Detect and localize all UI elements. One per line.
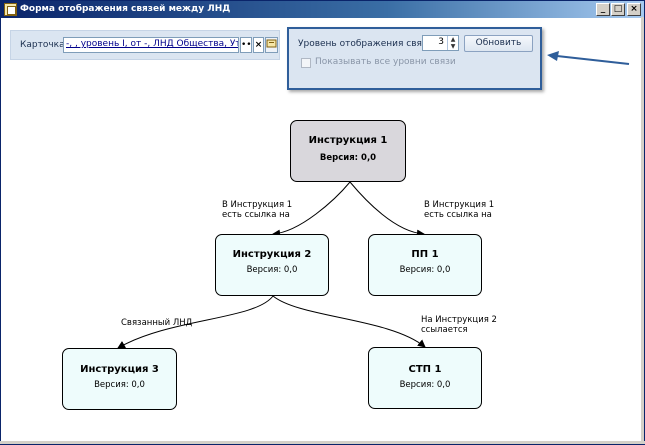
level-panel: Уровень отображения связей: 3 ▲ ▼ Обнови… bbox=[287, 27, 542, 90]
edge-label: В Инструкция 1 есть ссылка на bbox=[222, 200, 292, 220]
clear-card-button[interactable]: × bbox=[253, 37, 264, 53]
title-bar: Форма отображения связей между ЛНД _ □ × bbox=[1, 1, 644, 18]
browse-card-button[interactable]: ••• bbox=[240, 37, 257, 53]
node-title: Инструкция 3 bbox=[80, 364, 159, 375]
level-value[interactable]: 3 bbox=[438, 37, 444, 47]
card-link[interactable]: -, , уровень I, от -, ЛНД Общества, Утра… bbox=[66, 39, 239, 49]
edge-n2-n5 bbox=[272, 295, 426, 348]
spin-up-icon[interactable]: ▲ bbox=[450, 36, 456, 43]
card-icon bbox=[266, 39, 277, 48]
node-instruction-1[interactable]: Инструкция 1 Версия: 0,0 bbox=[290, 120, 406, 182]
node-stp-1[interactable]: СТП 1 Версия: 0,0 bbox=[368, 347, 482, 409]
level-label: Уровень отображения связей: bbox=[298, 39, 442, 49]
edge-n1-n3 bbox=[349, 181, 425, 238]
refresh-button[interactable]: Обновить bbox=[464, 35, 533, 52]
edge-n1-n2 bbox=[272, 181, 351, 238]
edge-label-line: есть ссылка на bbox=[222, 210, 290, 220]
show-all-levels-label[interactable]: Показывать все уровни связи bbox=[315, 57, 456, 67]
node-version: Версия: 0,0 bbox=[399, 380, 451, 390]
node-version: Версия: 0,0 bbox=[319, 153, 377, 163]
node-instruction-2[interactable]: Инструкция 2 Версия: 0,0 bbox=[215, 234, 329, 296]
level-stepper[interactable]: 3 ▲ ▼ bbox=[422, 35, 459, 51]
show-all-levels-checkbox[interactable] bbox=[301, 58, 311, 68]
node-version: Версия: 0,0 bbox=[246, 265, 298, 275]
edge-label-line: В Инструкция 1 bbox=[222, 200, 293, 210]
window-frame-right bbox=[641, 17, 644, 444]
edge-n2-n4 bbox=[117, 295, 274, 349]
maximize-button[interactable]: □ bbox=[611, 3, 625, 16]
edge-label: На Инструкция 2 ссылается bbox=[421, 315, 497, 335]
node-title: Инструкция 2 bbox=[232, 249, 312, 260]
edge-label: Связанный ЛНД bbox=[121, 318, 192, 328]
edge-label-line: В Инструкция 1 bbox=[424, 200, 495, 210]
node-title: ПП 1 bbox=[411, 249, 439, 260]
edge-label-line: есть ссылка на bbox=[424, 210, 492, 220]
annotation-arrow-icon bbox=[547, 51, 630, 65]
card-panel: Карточка: -, , уровень I, от -, ЛНД Обще… bbox=[10, 30, 280, 60]
minimize-button[interactable]: _ bbox=[596, 3, 610, 16]
node-title: Инструкция 1 bbox=[308, 135, 388, 146]
node-title: СТП 1 bbox=[408, 364, 442, 375]
edge-label: В Инструкция 1 есть ссылка на bbox=[424, 200, 494, 220]
card-label: Карточка: bbox=[20, 40, 68, 50]
edge-label-line: ссылается bbox=[421, 325, 468, 335]
edge-label-line: Связанный ЛНД bbox=[121, 318, 193, 328]
window-frame-bottom bbox=[0, 441, 645, 444]
open-card-button[interactable] bbox=[265, 37, 278, 53]
close-button[interactable]: × bbox=[627, 3, 641, 16]
node-instruction-3[interactable]: Инструкция 3 Версия: 0,0 bbox=[62, 348, 177, 410]
node-pp-1[interactable]: ПП 1 Версия: 0,0 bbox=[368, 234, 482, 296]
spin-arrows[interactable]: ▲ ▼ bbox=[447, 36, 458, 50]
edge-label-line: На Инструкция 2 bbox=[421, 315, 497, 325]
node-version: Версия: 0,0 bbox=[94, 380, 145, 390]
card-field[interactable]: -, , уровень I, от -, ЛНД Общества, Утра… bbox=[63, 37, 239, 53]
window-title: Форма отображения связей между ЛНД bbox=[20, 4, 231, 14]
spin-down-icon[interactable]: ▼ bbox=[450, 43, 456, 50]
node-version: Версия: 0,0 bbox=[399, 265, 451, 275]
app-icon bbox=[4, 3, 17, 16]
